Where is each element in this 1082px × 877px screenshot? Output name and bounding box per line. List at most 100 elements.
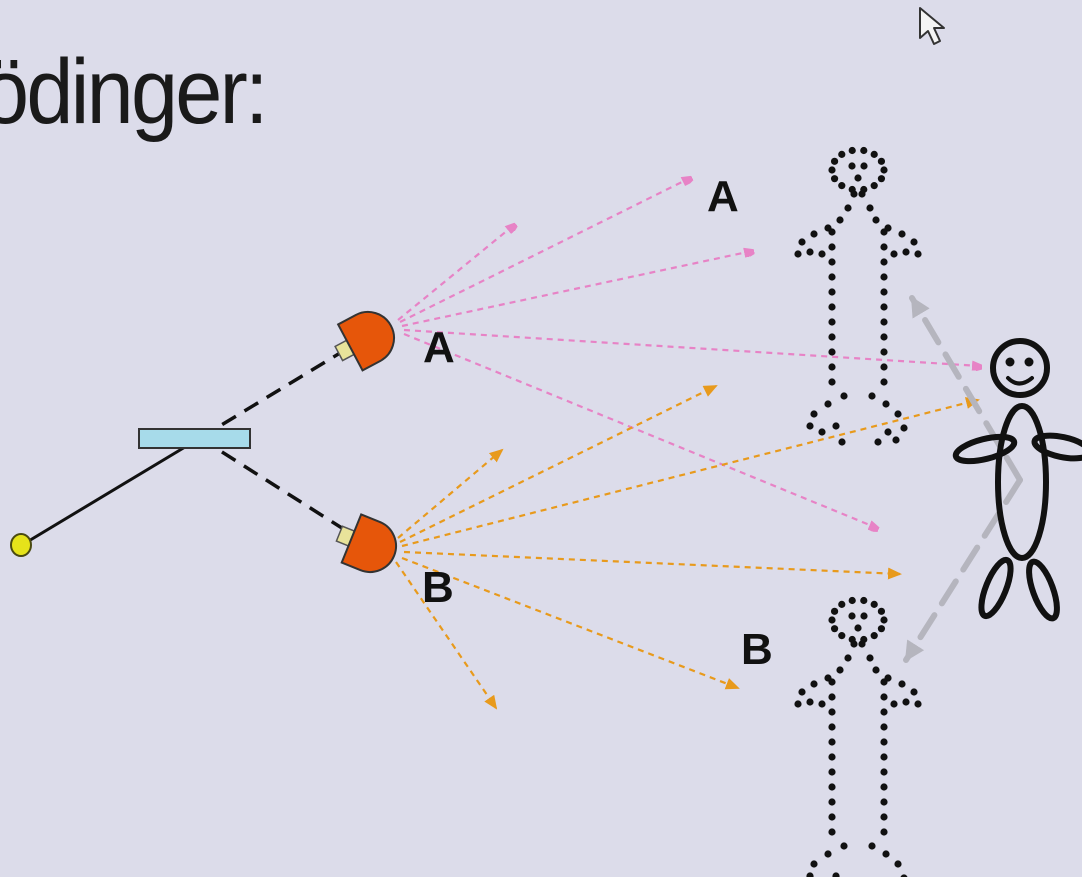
ghost-dot <box>828 753 836 761</box>
input-beam <box>21 436 201 547</box>
ghost-dot <box>880 303 888 311</box>
ghost-dot <box>884 428 892 436</box>
ghost-dot <box>828 693 836 701</box>
ghost-dot <box>894 410 902 418</box>
ghost-dot <box>828 828 836 836</box>
ghost-dot <box>828 228 836 236</box>
ghost-dot <box>828 616 836 624</box>
observer-stick-figure-icon <box>952 338 1082 622</box>
ghost-dot <box>836 666 844 674</box>
ghost-dot <box>828 738 836 746</box>
ghost-dot <box>868 842 876 850</box>
branch-b-arrows <box>395 385 980 710</box>
ghost-dot <box>872 216 880 224</box>
right-leg <box>1026 558 1060 622</box>
ghost-dot <box>828 813 836 821</box>
mouth <box>1006 376 1034 386</box>
ghost-dot <box>828 318 836 326</box>
ghost-dot <box>828 783 836 791</box>
ghost-dot <box>902 248 910 256</box>
ghost-dot <box>882 400 890 408</box>
ghost-dot <box>870 150 878 158</box>
ghost-dot <box>900 424 908 432</box>
ghost-dot <box>854 174 862 182</box>
ghost-dot <box>838 600 846 608</box>
ghost-dot <box>836 216 844 224</box>
detector-b-label: B <box>422 563 454 612</box>
ghost-dot <box>828 166 836 174</box>
ghost-dot <box>870 600 878 608</box>
ghost-dot <box>848 612 856 620</box>
observer-branch-arrow <box>903 295 1023 663</box>
dotted-ghost-figure-a-icon <box>794 146 922 446</box>
ghost-dot <box>880 693 888 701</box>
ghost-dot <box>806 872 814 877</box>
ghost-dot <box>810 860 818 868</box>
beam-splitter-icon <box>138 428 251 449</box>
ghost-dot <box>810 410 818 418</box>
ghost-dot <box>806 422 814 430</box>
arrow <box>399 385 718 543</box>
ghost-dot <box>830 175 839 183</box>
branch-b-label: B <box>741 625 773 674</box>
beam-paths <box>21 348 346 547</box>
detector-a-icon <box>334 311 395 372</box>
ghost-dot <box>880 288 888 296</box>
ghost-dot <box>830 607 839 615</box>
path-to-detector-b <box>199 436 346 532</box>
ghost-dot <box>840 842 848 850</box>
ghost-dot <box>880 273 888 281</box>
ghost-dot <box>880 333 888 341</box>
ghost-dot <box>828 378 836 386</box>
arrow <box>395 561 498 710</box>
detector-body-icon <box>336 311 395 372</box>
ghost-dot <box>844 204 852 212</box>
ghost-dot <box>824 850 832 858</box>
ghost-dot <box>882 850 890 858</box>
ghost-dot <box>850 640 858 648</box>
ghost-dot <box>880 228 888 236</box>
ghost-dot <box>828 288 836 296</box>
ghost-dot <box>898 230 906 238</box>
ghost-dot <box>798 238 806 246</box>
ghost-dot <box>832 872 840 877</box>
ghost-dot <box>890 250 898 258</box>
ghost-dot <box>838 150 846 158</box>
ghost-dot <box>898 680 906 688</box>
ghost-dot <box>810 230 818 238</box>
ghost-dot <box>828 678 836 686</box>
ghost-dot <box>866 204 874 212</box>
ghost-dot <box>828 708 836 716</box>
ghost-dot <box>828 258 836 266</box>
ghost-dot <box>880 348 888 356</box>
ghost-dot <box>910 238 918 246</box>
ghost-dot <box>877 157 886 165</box>
arrow-up <box>909 295 1023 483</box>
ghost-dot <box>806 698 814 706</box>
ghost-dot <box>860 162 868 170</box>
ghost-dot <box>880 318 888 326</box>
arrow <box>403 328 980 366</box>
ghost-dot <box>870 182 878 190</box>
arrow <box>401 556 740 690</box>
ghost-dot <box>880 813 888 821</box>
arrow <box>403 550 902 580</box>
source-dot-icon <box>10 533 32 557</box>
ghost-dot <box>850 190 858 198</box>
ghost-dot <box>877 607 886 615</box>
ghost-dot <box>828 798 836 806</box>
ghost-dot <box>818 428 826 436</box>
ghost-dot <box>806 248 814 256</box>
ghost-dot <box>877 175 886 183</box>
ghost-dot <box>818 700 826 708</box>
arrow <box>403 332 877 528</box>
arrow <box>399 178 690 323</box>
ghost-dot <box>828 723 836 731</box>
ghost-dot <box>870 632 878 640</box>
ghost-dot <box>824 400 832 408</box>
right-arm <box>1031 432 1082 462</box>
ghost-dot <box>880 678 888 686</box>
ghost-dot <box>848 162 856 170</box>
arrow-down <box>903 477 1023 663</box>
head <box>990 338 1050 398</box>
